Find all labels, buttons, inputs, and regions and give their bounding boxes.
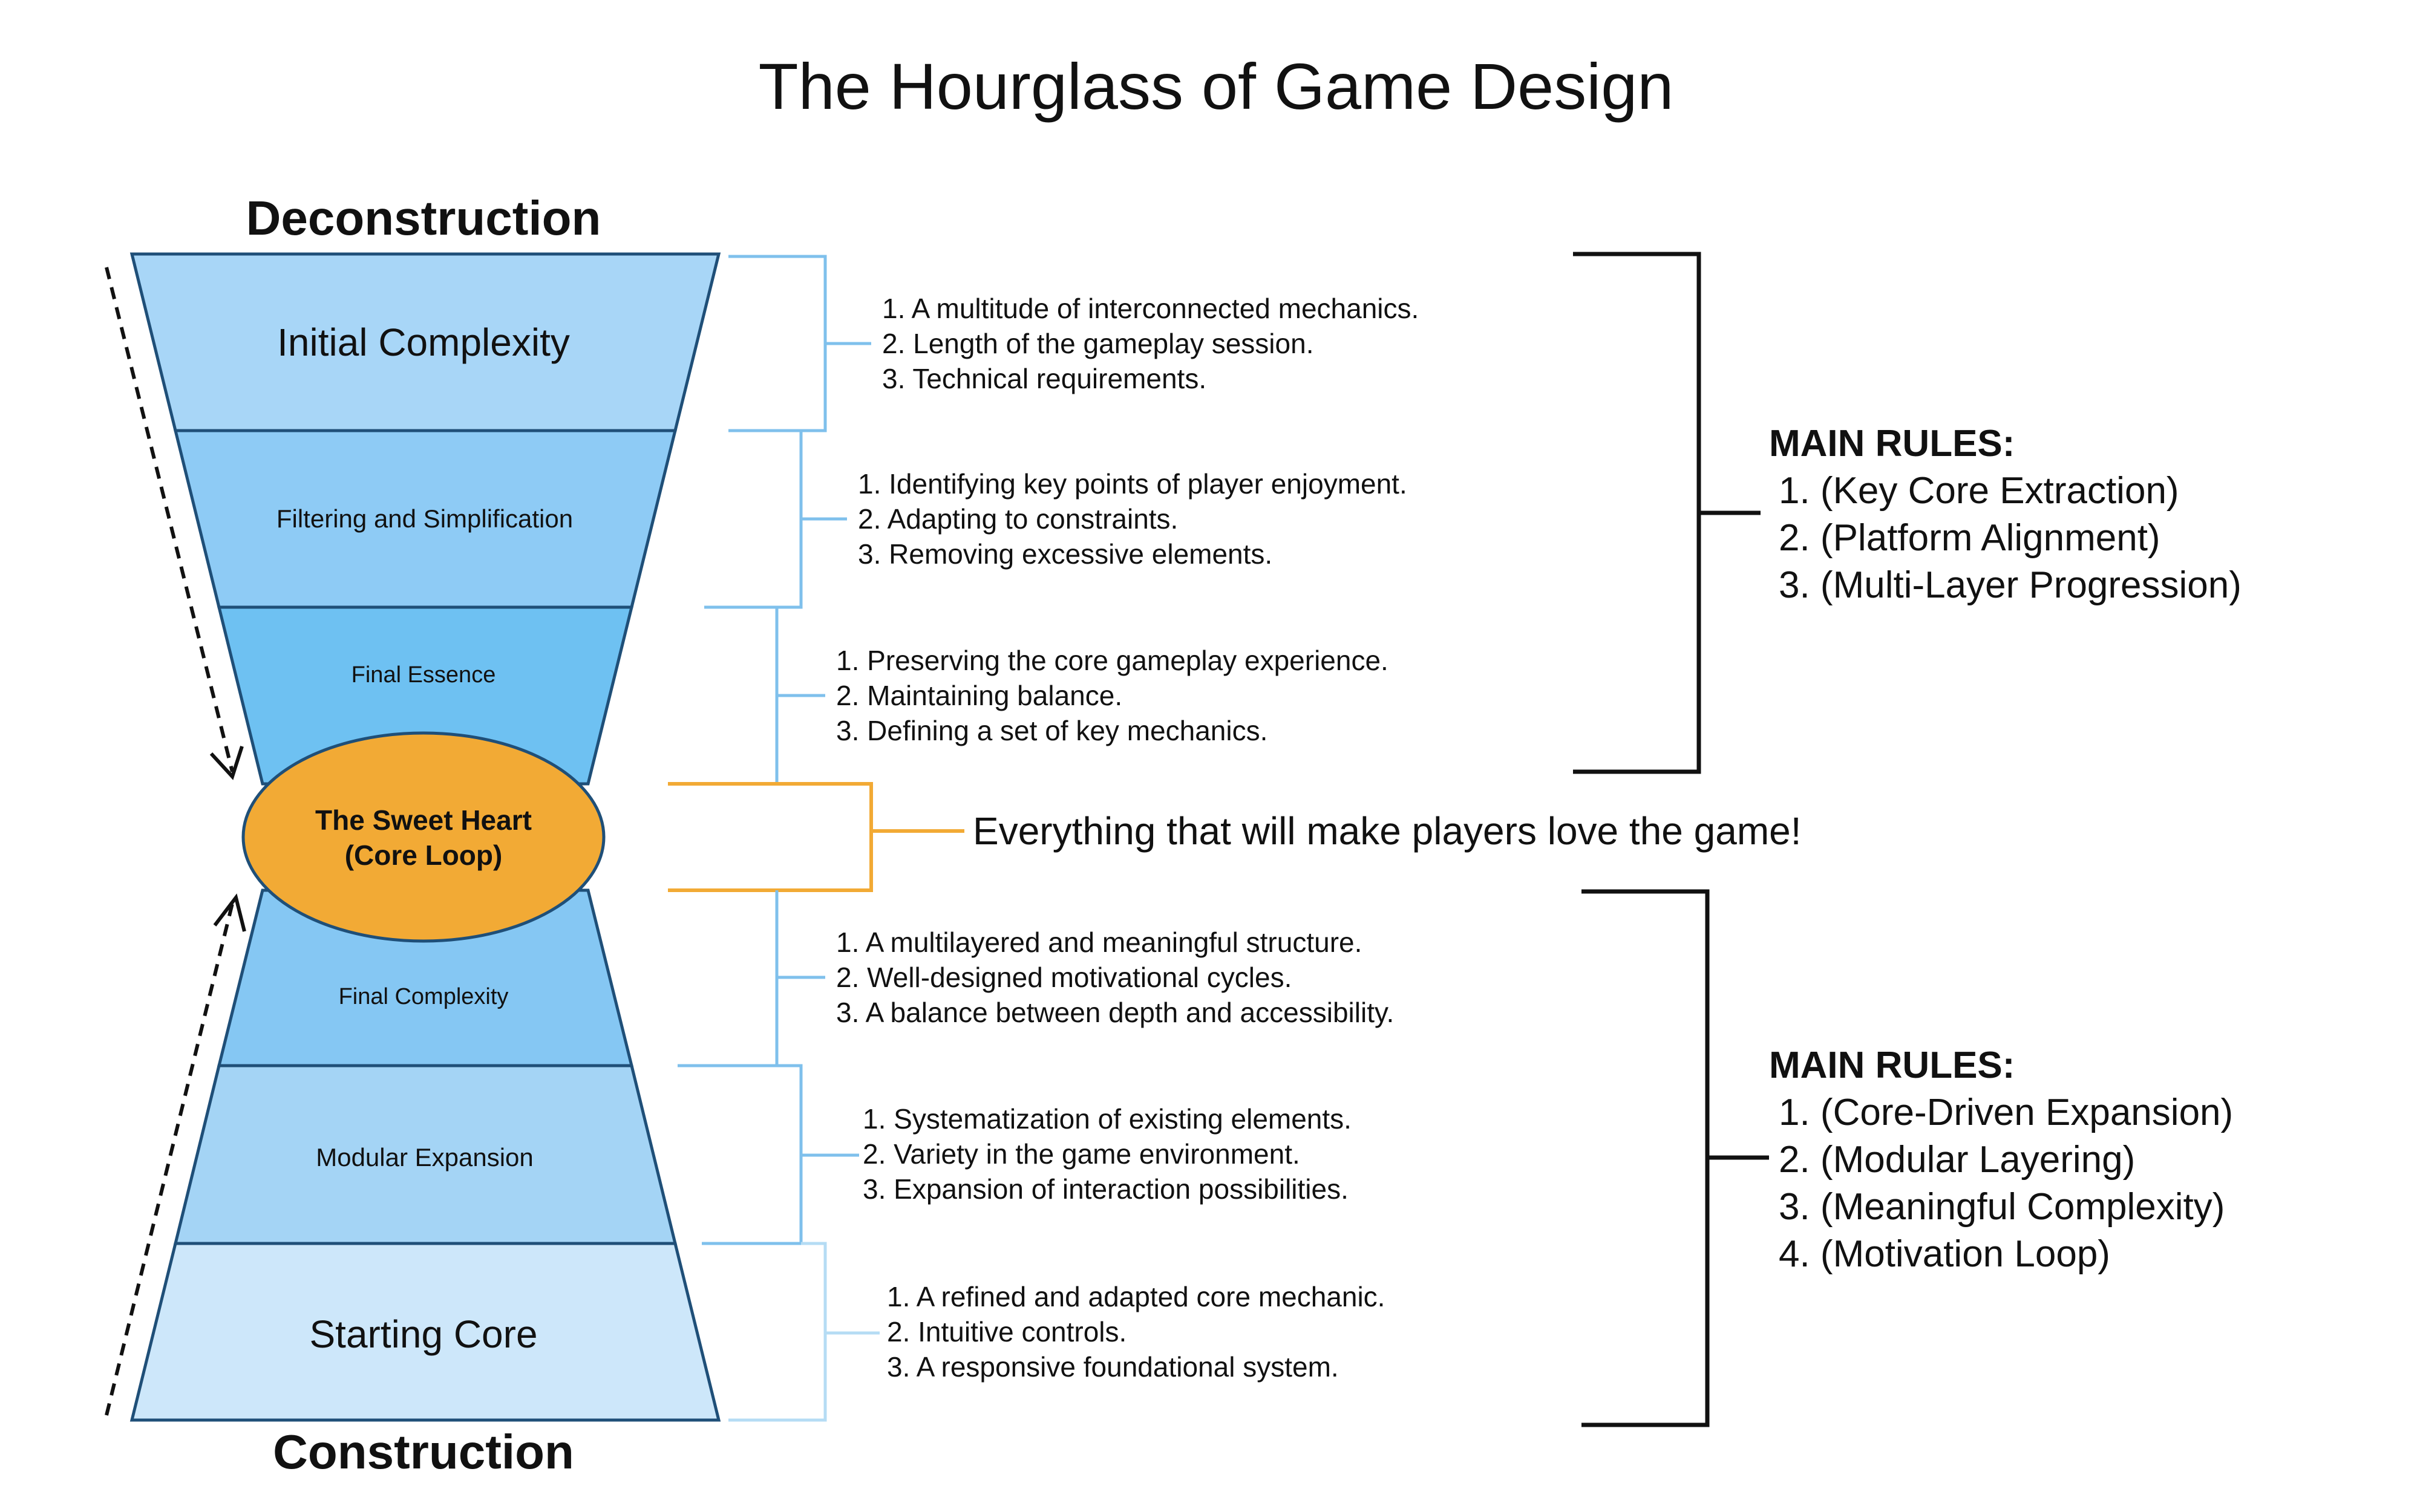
list-item: 2. Well-designed motivational cycles. <box>836 962 1292 993</box>
list-item: 2. Variety in the game environment. <box>863 1138 1300 1170</box>
deconstruction-arrowhead <box>209 746 244 780</box>
list-item: 2. Maintaining balance. <box>836 680 1122 711</box>
layer-final-essence <box>217 605 634 786</box>
layer-label: Final Essence <box>352 662 496 688</box>
core-tagline: Everything that will make players love t… <box>973 809 1802 853</box>
layer-label: Modular Expansion <box>316 1143 534 1171</box>
list-item: 1. Systematization of existing elements. <box>863 1103 1352 1135</box>
rules-bracket-top <box>1573 252 1701 774</box>
items-starting-core: 1. A refined and adapted core mechanic. … <box>887 1281 1385 1383</box>
items-initial-complexity: 1. A multitude of interconnected mechani… <box>882 293 1419 394</box>
core-loop-subtitle: (Core Loop) <box>345 839 503 871</box>
list-item: 2. Intuitive controls. <box>887 1316 1127 1347</box>
bracket-filtering <box>704 431 803 609</box>
core-loop-ellipse <box>241 731 606 943</box>
main-rule-item: 4. (Motivation Loop) <box>1779 1233 2110 1275</box>
deconstruction-arrow <box>105 267 234 772</box>
diagram-title: The Hourglass of Game Design <box>759 50 1674 123</box>
construction-arrow <box>105 903 234 1416</box>
items-final-complexity: 1. A multilayered and meaningful structu… <box>836 927 1394 1028</box>
main-rules-top: MAIN RULES: 1. (Key Core Extraction) 2. … <box>1769 423 2242 606</box>
layer-label: Starting Core <box>309 1312 537 1356</box>
bracket-core-loop <box>668 782 873 892</box>
core-loop-title: The Sweet Heart <box>315 804 532 836</box>
bracket-starting-core <box>728 1242 827 1422</box>
layer-label: Filtering and Simplification <box>276 504 573 533</box>
bracket-initial-complexity <box>728 255 827 432</box>
list-item: 1. A multilayered and meaningful structu… <box>836 927 1362 958</box>
list-item: 1. Preserving the core gameplay experien… <box>836 645 1388 676</box>
construction-heading: Construction <box>273 1425 574 1479</box>
main-rules-heading: MAIN RULES: <box>1769 423 2015 464</box>
list-item: 1. Identifying key points of player enjo… <box>858 468 1407 500</box>
list-item: 3. Removing excessive elements. <box>858 538 1272 570</box>
list-item: 1. A multitude of interconnected mechani… <box>882 293 1419 324</box>
bracket-modular <box>678 1064 803 1245</box>
layer-starting-core <box>129 1242 721 1422</box>
list-item: 1. A refined and adapted core mechanic. <box>887 1281 1385 1312</box>
construction-arrowhead <box>213 893 246 932</box>
items-filtering: 1. Identifying key points of player enjo… <box>858 468 1407 570</box>
main-rule-item: 3. (Multi-Layer Progression) <box>1779 564 2242 606</box>
items-modular-expansion: 1. Systematization of existing elements.… <box>863 1103 1352 1205</box>
list-item: 2. Adapting to constraints. <box>858 503 1178 535</box>
main-rules-bottom: MAIN RULES: 1. (Core-Driven Expansion) 2… <box>1769 1044 2233 1275</box>
list-item: 3. Defining a set of key mechanics. <box>836 715 1267 746</box>
layer-label: Initial Complexity <box>277 321 570 364</box>
main-rule-item: 2. (Modular Layering) <box>1779 1139 2135 1181</box>
list-item: 3. A balance between depth and accessibi… <box>836 997 1394 1028</box>
rules-bracket-bottom <box>1581 889 1710 1427</box>
items-final-essence: 1. Preserving the core gameplay experien… <box>836 645 1388 746</box>
main-rules-heading: MAIN RULES: <box>1769 1044 2015 1086</box>
deconstruction-heading: Deconstruction <box>246 191 601 245</box>
list-item: 3. A responsive foundational system. <box>887 1351 1339 1383</box>
main-rule-item: 2. (Platform Alignment) <box>1779 517 2160 559</box>
list-item: 2. Length of the gameplay session. <box>882 328 1313 359</box>
layer-label: Final Complexity <box>339 984 509 1009</box>
main-rule-item: 3. (Meaningful Complexity) <box>1779 1186 2225 1228</box>
main-rule-item: 1. (Key Core Extraction) <box>1779 470 2179 512</box>
main-rule-item: 1. (Core-Driven Expansion) <box>1779 1092 2233 1133</box>
list-item: 3. Expansion of interaction possibilitie… <box>863 1173 1349 1205</box>
list-item: 3. Technical requirements. <box>882 363 1206 394</box>
